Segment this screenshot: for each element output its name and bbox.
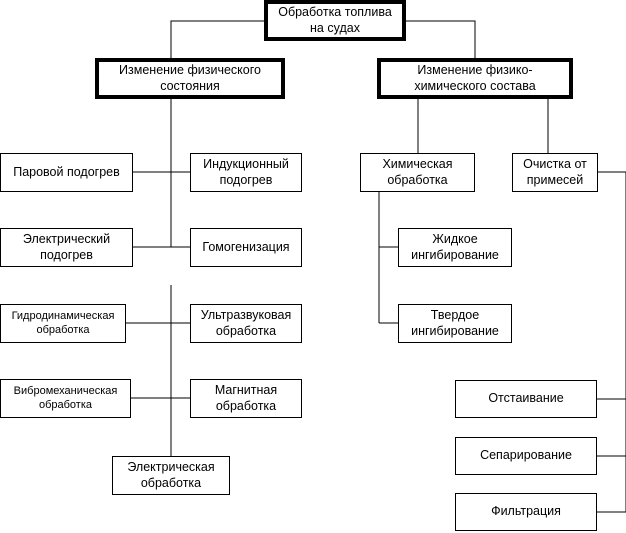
physchem-composition-node: Изменение физико- химического состава: [377, 58, 573, 99]
homogenization-node: Гомогенизация: [190, 228, 302, 267]
electric-heating-node: Электрический подогрев: [0, 228, 133, 267]
magnetic-treatment-node: Магнитная обработка: [190, 379, 302, 418]
induction-heating-node: Индукционный подогрев: [190, 153, 302, 192]
solid-inhibition-node: Твердое ингибирование: [398, 304, 512, 343]
liquid-inhibition-node: Жидкое ингибирование: [398, 228, 512, 267]
hydrodynamic-treatment-node: Гидродинамическая обработка: [0, 304, 126, 343]
vibromechanical-treatment-node: Вибромеханическая обработка: [0, 379, 131, 418]
steam-heating-node: Паровой подогрев: [0, 153, 133, 192]
electrical-treatment-node: Электрическая обработка: [112, 456, 230, 495]
settling-node: Отстаивание: [455, 380, 597, 418]
root-node: Обработка топлива на судах: [264, 0, 406, 41]
filtration-node: Фильтрация: [455, 493, 597, 531]
separation-node: Сепарирование: [455, 437, 597, 475]
impurity-cleaning-node: Очистка от примесей: [512, 153, 598, 192]
chemical-treatment-node: Химическая обработка: [360, 153, 475, 192]
ultrasonic-treatment-node: Ультразвуковая обработка: [190, 304, 302, 343]
physical-state-node: Изменение физического состояния: [95, 58, 285, 99]
